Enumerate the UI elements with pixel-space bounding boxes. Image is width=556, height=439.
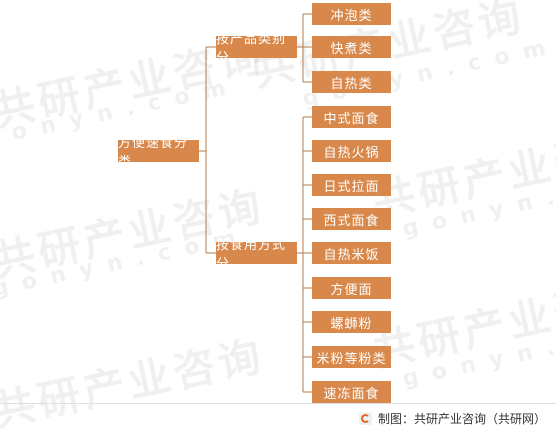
leaf-node: 快煮类	[312, 36, 391, 58]
leaf-node: 自热米饭	[312, 242, 391, 264]
leaf-node: 螺蛳粉	[312, 311, 391, 333]
category-node-eating-method: 按食用方式分	[216, 238, 297, 272]
leaf-node: 自热火锅	[312, 140, 391, 162]
brand-logo-icon	[358, 412, 372, 425]
footer-credit: 制图：共研产业咨询（共研网）	[377, 412, 546, 426]
leaf-node: 中式面食	[312, 106, 391, 128]
leaf-node: 方便面	[312, 277, 391, 299]
leaf-node: 冲泡类	[312, 3, 391, 25]
leaf-node: 西式面食	[312, 208, 391, 230]
footer-divider	[0, 403, 556, 404]
footer: 制图：共研产业咨询（共研网）	[358, 410, 546, 427]
leaf-node: 自热类	[312, 71, 391, 93]
root-node: 方便速食分类	[118, 136, 199, 170]
leaf-node: 米粉等粉类	[312, 346, 391, 368]
tree-connectors	[199, 13, 312, 393]
leaf-node: 速冻面食	[312, 381, 391, 403]
leaf-node: 日式拉面	[312, 174, 391, 196]
category-node-product-type: 按产品类别分	[216, 32, 297, 66]
